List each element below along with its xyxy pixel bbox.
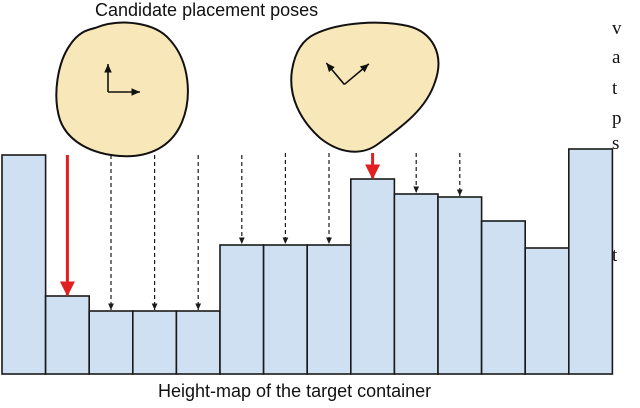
side-text-line: s	[612, 133, 620, 154]
coordinate-frame-icon	[325, 62, 370, 86]
side-text-line: p	[612, 108, 622, 129]
heightmap-cell	[567, 148, 614, 375]
placement-arrows	[59, 153, 463, 310]
heightmap-cell	[44, 295, 90, 375]
object-shape	[290, 21, 440, 153]
heightmap-bars	[1, 148, 614, 375]
heightmap-cell	[306, 244, 352, 375]
x-axis-arrow	[343, 63, 370, 86]
coordinate-frame-icon	[104, 64, 140, 96]
y-axis-arrow	[325, 62, 345, 85]
top-caption: Candidate placement poses	[95, 0, 319, 20]
heightmap-cell	[349, 178, 396, 375]
candidate-object-2	[290, 21, 440, 153]
heightmap-cell	[132, 310, 178, 375]
heightmap-cell	[219, 244, 265, 375]
heightmap-cell	[262, 244, 309, 375]
bottom-caption: Height-map of the target container	[158, 381, 432, 401]
heightmap-cell	[1, 154, 47, 375]
heightmap-cell	[88, 310, 134, 375]
candidate-objects	[55, 21, 440, 158]
heightmap-cell	[524, 247, 570, 375]
side-text-line: t	[612, 245, 618, 266]
heightmap-cell	[480, 220, 527, 375]
heightmap-cell	[437, 196, 483, 375]
object-shape	[55, 21, 189, 158]
side-text-line: v	[612, 18, 622, 39]
side-text-line: a	[612, 47, 621, 68]
side-text-line: t	[612, 78, 618, 99]
heightmap-cell	[175, 310, 221, 375]
candidate-object-1	[55, 21, 189, 158]
heightmap-cell	[393, 193, 439, 375]
